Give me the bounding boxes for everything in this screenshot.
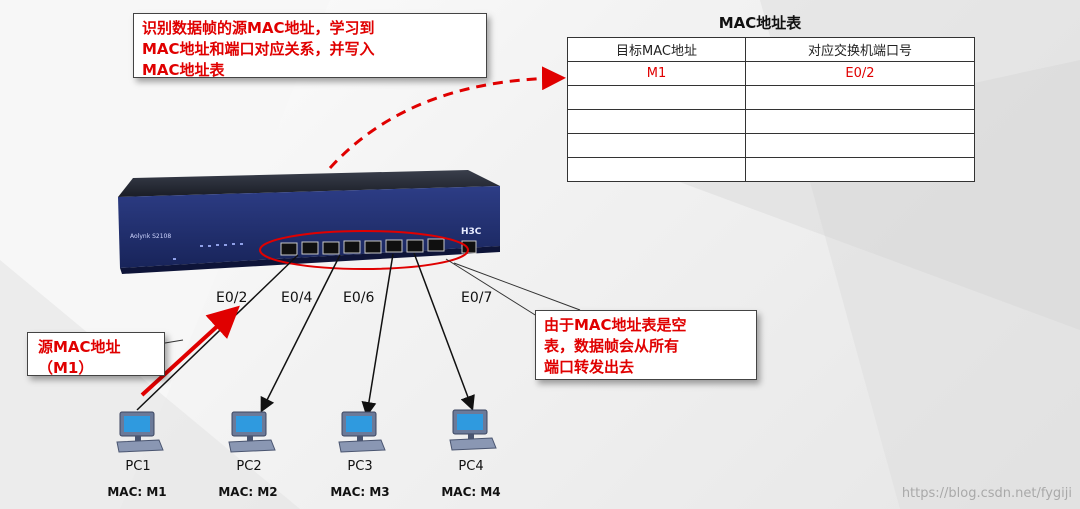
callout-line: MAC地址表: [142, 61, 225, 79]
callout-pointer-line: [164, 339, 184, 344]
ethernet-ports: [280, 238, 477, 256]
callout-line: 识别数据帧的源MAC地址，学习到: [142, 19, 375, 37]
cell-mac: [567, 109, 746, 134]
switch-brand-logo: H3C: [461, 227, 482, 237]
computer-icon: [338, 411, 386, 453]
pc-mac-label: MAC: M4: [441, 485, 501, 499]
cell-port: [745, 157, 975, 182]
flood-callout: 由于MAC地址表是空 表，数据帧会从所有 端口转发出去: [535, 310, 757, 380]
callout-line: MAC地址和端口对应关系，并写入: [142, 40, 375, 58]
mac-table: 目标MAC地址 对应交换机端口号 M1 E0/2: [567, 37, 975, 182]
pc-name-label: PC2: [236, 459, 262, 474]
port-highlight-ellipse: [259, 230, 469, 270]
port-label-e0-2: E0/2: [216, 290, 248, 306]
callout-line: （M1）: [38, 359, 94, 377]
port-label-e0-7: E0/7: [461, 290, 493, 306]
table-row: [567, 85, 975, 110]
table-row: [567, 157, 975, 182]
table-row: [567, 133, 975, 158]
switch-device: Aolynk S2108 H3C: [118, 170, 500, 274]
callout-pointer-line: [445, 258, 541, 319]
computer-icon: [228, 411, 276, 453]
cell-mac: [567, 85, 746, 110]
port-label-e0-6: E0/6: [343, 290, 375, 306]
callout-pointer-line: [453, 262, 581, 311]
callout-line: 端口转发出去: [544, 358, 635, 376]
watermark: https://blog.csdn.net/fygiji: [901, 486, 1072, 501]
pc-name-label: PC4: [458, 459, 484, 474]
flood-arrow-pc2: [260, 254, 341, 413]
flood-arrow-pc4: [413, 252, 475, 411]
pc-name-label: PC1: [125, 459, 151, 474]
computer-icon: [449, 409, 497, 451]
cell-mac: [567, 157, 746, 182]
source-mac-callout: 源MAC地址 （M1）: [27, 332, 165, 377]
table-row: [567, 109, 975, 134]
cell-mac: [567, 133, 746, 158]
pc-mac-label: MAC: M2: [218, 485, 278, 499]
computer-icon: [116, 411, 164, 453]
callout-line: 表，数据帧会从所有: [544, 337, 680, 355]
callout-line: 源MAC地址: [38, 338, 121, 356]
pc-mac-label: MAC: M1: [107, 485, 167, 499]
column-header-mac: 目标MAC地址: [567, 37, 746, 62]
flood-arrow-pc3: [361, 253, 394, 417]
pc-name-label: PC3: [347, 459, 373, 474]
switch-model-text: Aolynk S2108: [130, 233, 171, 240]
learning-dashed-arrow: [328, 66, 566, 170]
port-label-e0-4: E0/4: [281, 290, 313, 306]
cell-port: [745, 85, 975, 110]
cell-port: [745, 133, 975, 158]
source-frame-arrow: [140, 305, 240, 397]
callout-line: 由于MAC地址表是空: [544, 316, 687, 334]
learning-callout: 识别数据帧的源MAC地址，学习到 MAC地址和端口对应关系，并写入 MAC地址表: [133, 13, 487, 79]
pc-mac-label: MAC: M3: [330, 485, 390, 499]
mac-table-title: MAC地址表: [718, 14, 802, 32]
status-leds: [173, 243, 243, 260]
